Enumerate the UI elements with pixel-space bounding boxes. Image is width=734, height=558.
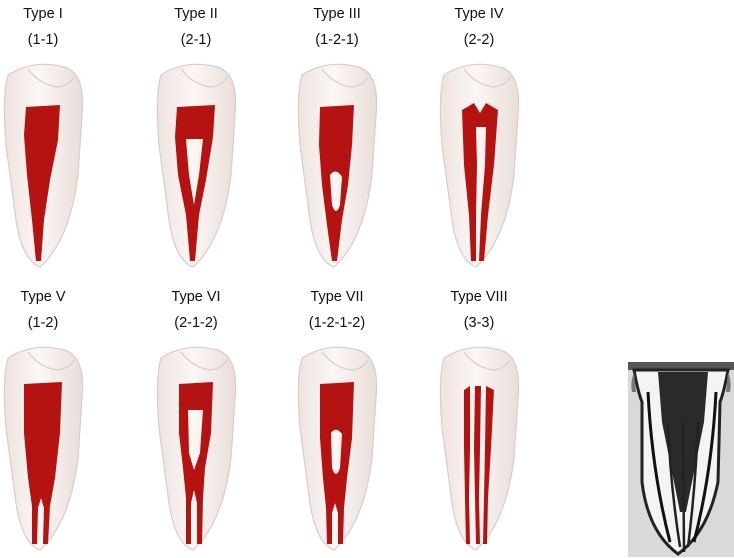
type-code: (1-1) bbox=[0, 32, 108, 48]
tooth-type-6-diagram bbox=[131, 338, 261, 553]
type-label: Type III bbox=[272, 6, 402, 22]
tooth-type-3-diagram bbox=[272, 55, 402, 270]
type-label: Type IV bbox=[414, 6, 544, 22]
type-code: (2-2) bbox=[414, 32, 544, 48]
type-label: Type VI bbox=[131, 289, 261, 305]
vertucci-type-1-cell: Type I (1-1) bbox=[0, 0, 108, 275]
tooth-outline bbox=[157, 347, 235, 550]
tooth-outline bbox=[298, 347, 376, 550]
vertucci-type-4-cell: Type IV (2-2) bbox=[414, 0, 544, 275]
tooth-type-8-diagram bbox=[414, 338, 544, 553]
tooth-type-5-diagram bbox=[0, 338, 108, 553]
vertucci-type-3-cell: Type III (1-2-1) bbox=[272, 0, 402, 275]
tooth-outline bbox=[440, 64, 518, 267]
type-label: Type VII bbox=[272, 289, 402, 305]
type-label: Type V bbox=[0, 289, 108, 305]
vertucci-type-2-cell: Type II (2-1) bbox=[131, 0, 261, 275]
type-label: Type VIII bbox=[414, 289, 544, 305]
type-code: (1-2-1-2) bbox=[272, 315, 402, 331]
type-code: (1-2) bbox=[0, 315, 108, 331]
vertucci-type-8-cell: Type VIII (3-3) bbox=[414, 283, 544, 558]
tooth-type-1-diagram bbox=[0, 55, 108, 270]
type-label: Type II bbox=[131, 6, 261, 22]
type-code: (1-2-1) bbox=[272, 32, 402, 48]
radiograph-inset-image bbox=[628, 362, 734, 557]
tooth-type-7-diagram bbox=[272, 338, 402, 553]
vertucci-type-5-cell: Type V (1-2) bbox=[0, 283, 108, 558]
tooth-type-2-diagram bbox=[131, 55, 261, 270]
tooth-type-4-diagram bbox=[414, 55, 544, 270]
type-code: (2-1-2) bbox=[131, 315, 261, 331]
type-code: (2-1) bbox=[131, 32, 261, 48]
vertucci-type-7-cell: Type VII (1-2-1-2) bbox=[272, 283, 402, 558]
vertucci-type-6-cell: Type VI (2-1-2) bbox=[131, 283, 261, 558]
type-code: (3-3) bbox=[414, 315, 544, 331]
type-label: Type I bbox=[0, 6, 108, 22]
